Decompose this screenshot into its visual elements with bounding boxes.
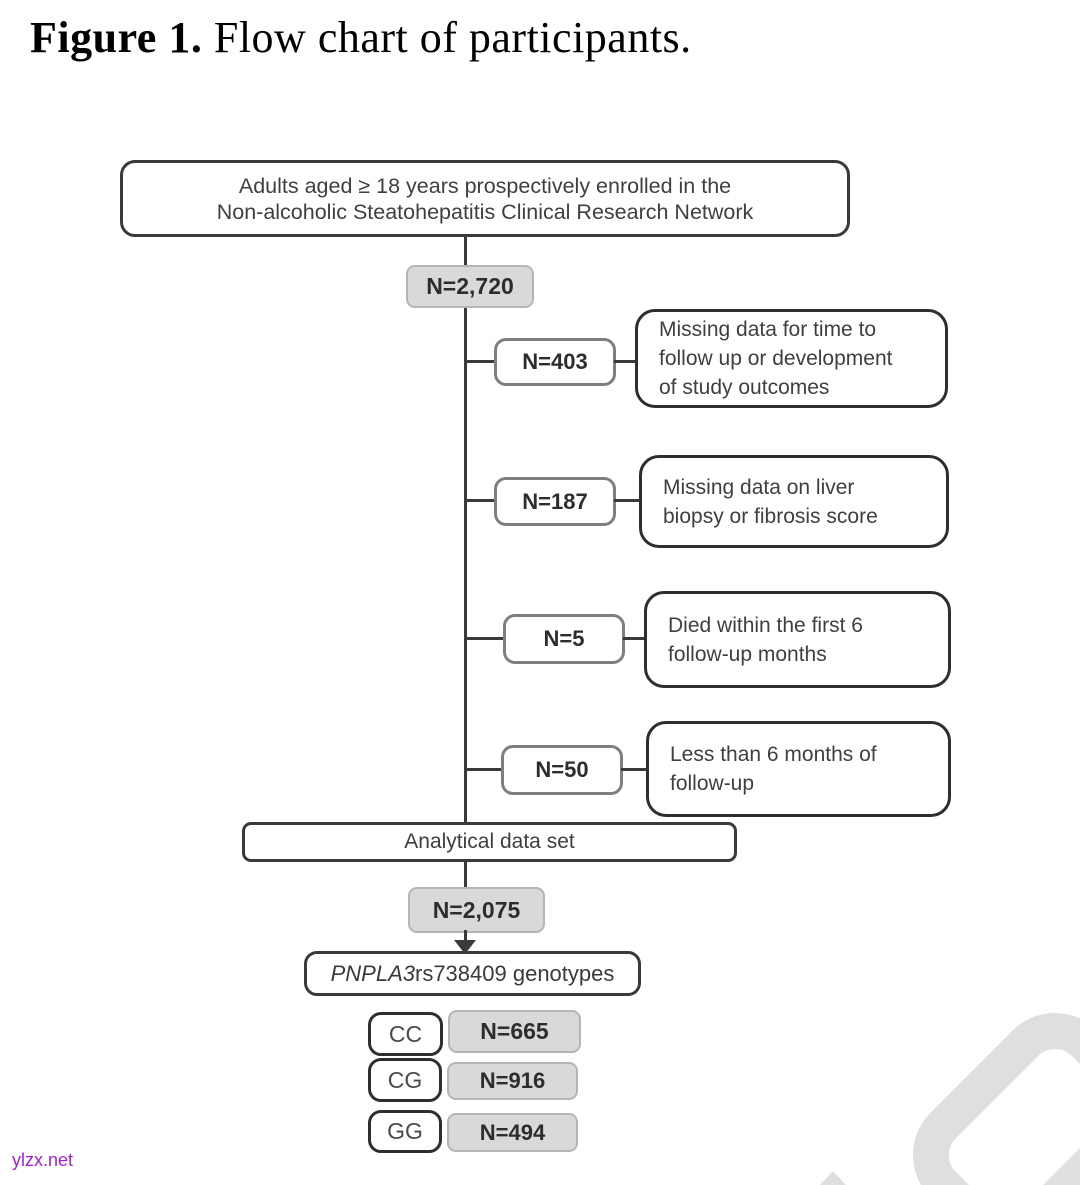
n-analytical-box: N=2,075: [408, 887, 545, 933]
connector-line: [614, 499, 640, 502]
genotype-label-cg: CG: [368, 1058, 442, 1102]
connector-line: [623, 637, 645, 640]
connector-line: [464, 930, 467, 942]
figure-title: Figure 1. Flow chart of participants.: [30, 12, 692, 63]
genotype-label-cc: CC: [368, 1012, 443, 1056]
genotype-n-cg: N=916: [447, 1062, 578, 1100]
genotype-header-text: rs738409 genotypes: [415, 960, 615, 986]
figure-title-text: Flow chart of participants.: [202, 13, 692, 62]
exclusion-n-box-1: N=403: [494, 338, 616, 386]
enrollment-line1: Adults aged ≥ 18 years prospectively enr…: [238, 173, 732, 198]
exclusion-n-box-3: N=5: [503, 614, 625, 664]
genotype-n-cc: N=665: [448, 1010, 581, 1053]
exclusion-n-box-2: N=187: [494, 477, 616, 526]
genotype-label-gg: GG: [368, 1110, 442, 1153]
analytical-dataset-box: Analytical data set: [242, 822, 737, 862]
exclusion-reason-text-2: Missing data on liver biopsy or fibrosis…: [663, 475, 878, 528]
connector-line: [466, 768, 502, 771]
connector-line: [621, 768, 647, 771]
connector-line: [614, 360, 636, 363]
exclusion-n-box-4: N=50: [501, 745, 623, 795]
connector-line: [464, 860, 467, 888]
genotype-gene-name: PNPLA3: [330, 960, 415, 986]
connector-line: [466, 499, 494, 502]
connector-line: [466, 637, 504, 640]
exclusion-reason-box-1: Missing data for time to follow up or de…: [635, 309, 948, 408]
main-connector-line: [464, 237, 467, 823]
connector-line: [466, 360, 494, 363]
exclusion-reason-box-4: Less than 6 months of follow-up: [646, 721, 951, 817]
enrollment-line2: Non-alcoholic Steatohepatitis Clinical R…: [216, 199, 754, 224]
exclusion-reason-text-3: Died within the first 6 follow-up months: [668, 613, 863, 666]
n-enrolled-box: N=2,720: [406, 265, 534, 308]
genotype-n-gg: N=494: [447, 1113, 578, 1152]
arrow-down-icon: [454, 940, 476, 954]
exclusion-reason-box-3: Died within the first 6 follow-up months: [644, 591, 951, 688]
site-link[interactable]: ylzx.net: [12, 1150, 74, 1170]
exclusion-reason-box-2: Missing data on liver biopsy or fibrosis…: [639, 455, 949, 548]
figure-title-label: Figure 1.: [30, 13, 203, 62]
exclusion-reason-text-1: Missing data for time to follow up or de…: [659, 318, 893, 399]
exclusion-reason-text-4: Less than 6 months of follow-up: [670, 743, 877, 795]
genotype-header-box: PNPLA3 rs738409 genotypes: [304, 951, 641, 996]
enrollment-box: Adults aged ≥ 18 years prospectively enr…: [120, 160, 850, 237]
